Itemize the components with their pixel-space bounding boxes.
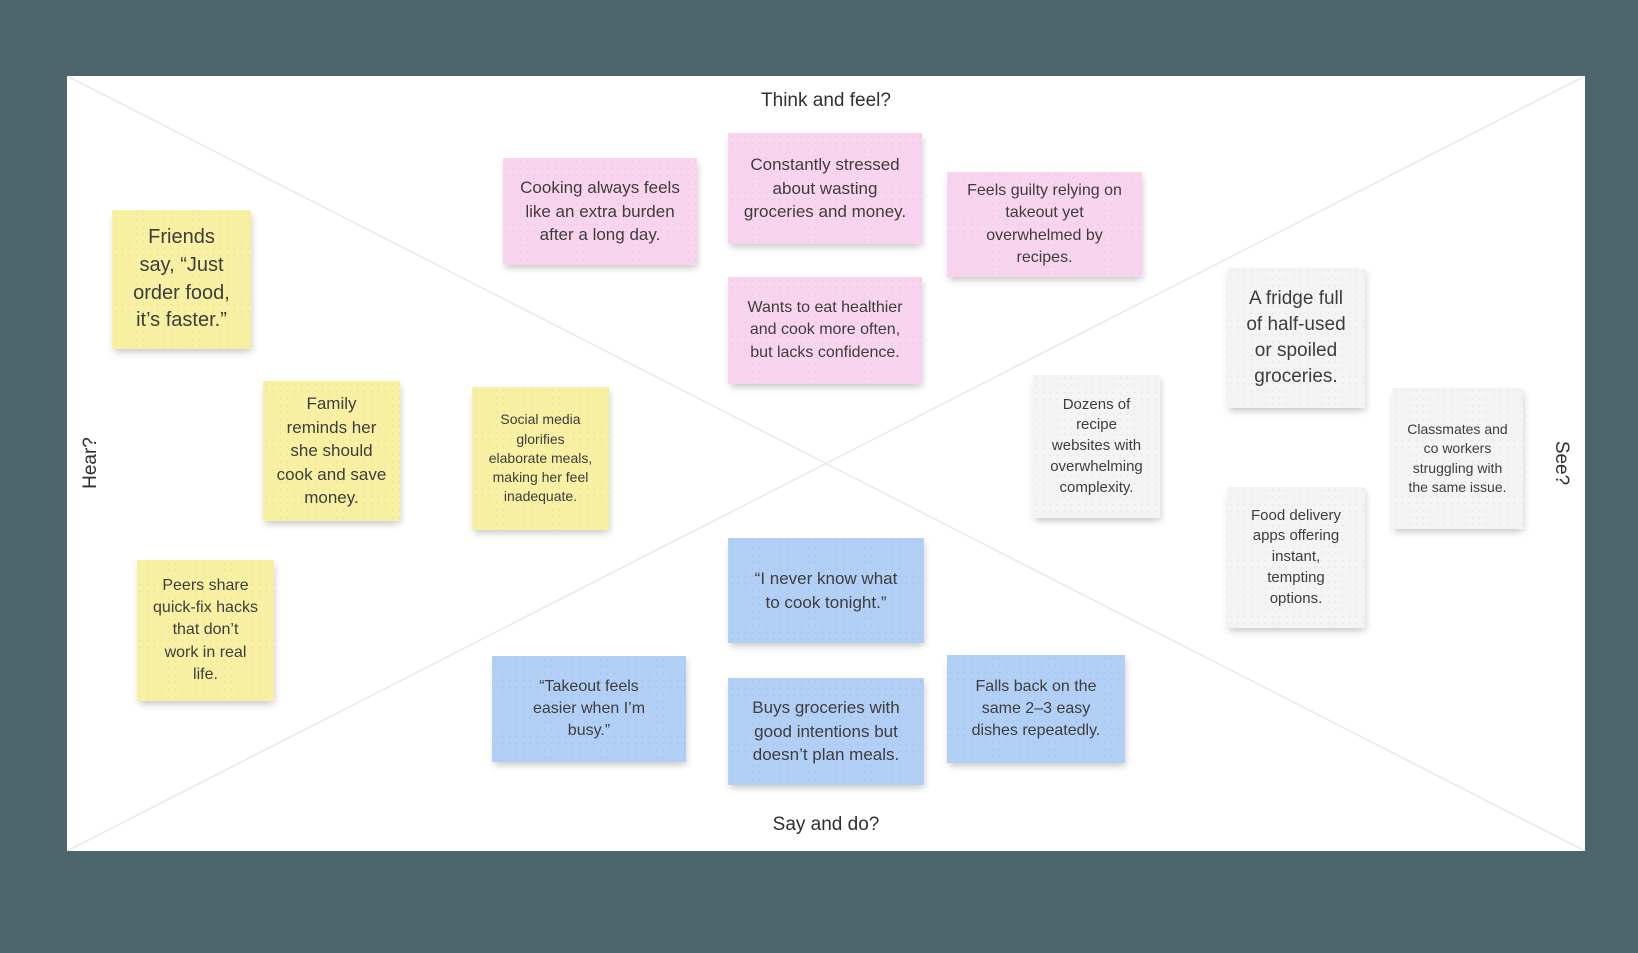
- sticky-note-say-falls-back[interactable]: Falls back on the same 2–3 easy dishes r…: [947, 655, 1125, 763]
- sticky-note-see-fridge[interactable]: A fridge full of half-used or spoiled gr…: [1227, 268, 1365, 408]
- sticky-note-say-never-know[interactable]: “I never know what to cook tonight.”: [728, 538, 924, 643]
- sticky-note-think-guilty[interactable]: Feels guilty relying on takeout yet over…: [947, 172, 1142, 277]
- sticky-note-text: Feels guilty relying on takeout yet over…: [967, 182, 1122, 266]
- sticky-note-text: Peers share quick-fix hacks that don’t w…: [153, 577, 258, 683]
- quadrant-label-think-and-feel: Think and feel?: [761, 90, 891, 111]
- sticky-note-text: Constantly stressed about wasting grocer…: [743, 155, 907, 222]
- sticky-note-text: Falls back on the same 2–3 easy dishes r…: [971, 677, 1101, 740]
- sticky-note-text: A fridge full of half-used or spoiled gr…: [1246, 287, 1346, 388]
- quadrant-label-hear: Hear?: [80, 437, 101, 489]
- sticky-note-hear-friends[interactable]: Friends say, “Just order food, it’s fast…: [112, 210, 251, 349]
- sticky-note-think-cooking-burden[interactable]: Cooking always feels like an extra burde…: [503, 158, 697, 265]
- quadrant-divider-lines: [67, 76, 1585, 851]
- sticky-note-text: Classmates and co workers struggling wit…: [1407, 420, 1508, 495]
- sticky-note-hear-peers[interactable]: Peers share quick-fix hacks that don’t w…: [137, 560, 274, 701]
- sticky-note-see-classmates[interactable]: Classmates and co workers struggling wit…: [1392, 388, 1523, 529]
- diagonal-line-trbl: [67, 76, 1585, 851]
- sticky-note-think-stressed[interactable]: Constantly stressed about wasting grocer…: [728, 133, 922, 244]
- sticky-note-text: Wants to eat healthier and cook more oft…: [747, 299, 903, 361]
- sticky-note-say-buys-groceries[interactable]: Buys groceries with good intentions but …: [728, 678, 924, 785]
- sticky-note-text: “Takeout feels easier when I’m busy.”: [532, 677, 646, 740]
- sticky-note-see-delivery-apps[interactable]: Food delivery apps offering instant, tem…: [1227, 487, 1365, 628]
- sticky-note-think-healthier[interactable]: Wants to eat healthier and cook more oft…: [728, 277, 922, 384]
- sticky-note-text: “I never know what to cook tonight.”: [754, 569, 898, 612]
- sticky-note-text: Buys groceries with good intentions but …: [752, 698, 900, 765]
- sticky-note-hear-family[interactable]: Family reminds her she should cook and s…: [263, 381, 400, 521]
- sticky-note-text: Social media glorifies elaborate meals, …: [488, 411, 593, 505]
- quadrant-label-see: See?: [1551, 440, 1572, 486]
- sticky-note-text: Dozens of recipe websites with overwhelm…: [1050, 395, 1143, 496]
- sticky-note-text: Food delivery apps offering instant, tem…: [1250, 506, 1342, 607]
- sticky-note-say-takeout-easier[interactable]: “Takeout feels easier when I’m busy.”: [492, 656, 686, 762]
- empathy-map-canvas[interactable]: Think and feel? Say and do? Hear? See? F…: [67, 76, 1585, 851]
- sticky-note-text: Friends say, “Just order food, it’s fast…: [133, 226, 230, 332]
- sticky-note-text: Family reminds her she should cook and s…: [276, 394, 387, 508]
- quadrant-label-say-and-do: Say and do?: [772, 814, 880, 835]
- sticky-note-see-recipe-websites[interactable]: Dozens of recipe websites with overwhelm…: [1033, 375, 1160, 518]
- sticky-note-hear-social-media[interactable]: Social media glorifies elaborate meals, …: [472, 387, 609, 530]
- sticky-note-text: Cooking always feels like an extra burde…: [520, 178, 680, 245]
